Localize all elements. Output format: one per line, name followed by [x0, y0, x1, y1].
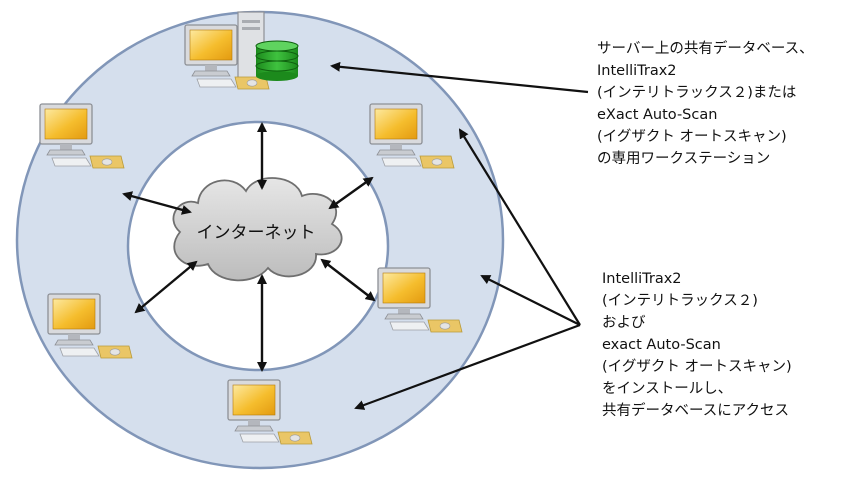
callout-line: eXact Auto-Scan: [597, 107, 718, 123]
server-workstation-icon: [184, 11, 299, 90]
arrow-client-bottom: [354, 323, 581, 410]
callout-line: (インテリトラックス２)または: [597, 85, 797, 101]
arrow-client-right-bottom: [480, 275, 581, 326]
arrow-to-left-bottom: [134, 260, 198, 314]
callout-line: サーバー上の共有データベース、: [597, 41, 814, 57]
arrow-client-right-top: [458, 128, 581, 326]
callout-arrows: [330, 61, 589, 410]
callout-line: IntelliTrax2: [597, 63, 677, 79]
cloud-label: インターネット: [197, 223, 316, 243]
database-icon: [255, 40, 299, 81]
callout-line: 共有データベースにアクセス: [602, 403, 790, 419]
callout-line: (イグザクト オートスキャン): [602, 359, 792, 375]
internet-cloud-icon: インターネット: [172, 177, 343, 282]
arrow-to-left-top: [122, 191, 192, 215]
callout-line: IntelliTrax2: [602, 271, 682, 287]
arrow-server-callout: [330, 61, 589, 94]
callout-line: の専用ワークステーション: [597, 151, 771, 167]
arrow-to-right-top: [328, 176, 374, 210]
client-callout-text: IntelliTrax2 (インテリトラックス２) および exact Auto…: [602, 268, 792, 422]
server-callout-text: サーバー上の共有データベース、 IntelliTrax2 (インテリトラックス２…: [597, 38, 814, 170]
callout-line: exact Auto-Scan: [602, 337, 721, 353]
connection-arrows: [122, 122, 376, 372]
arrow-to-right-bottom: [320, 258, 376, 302]
callout-line: および: [602, 315, 646, 331]
callout-line: (インテリトラックス２): [602, 293, 758, 309]
callout-line: をインストールし、: [602, 381, 733, 397]
callout-line: (イグザクト オートスキャン): [597, 129, 787, 145]
